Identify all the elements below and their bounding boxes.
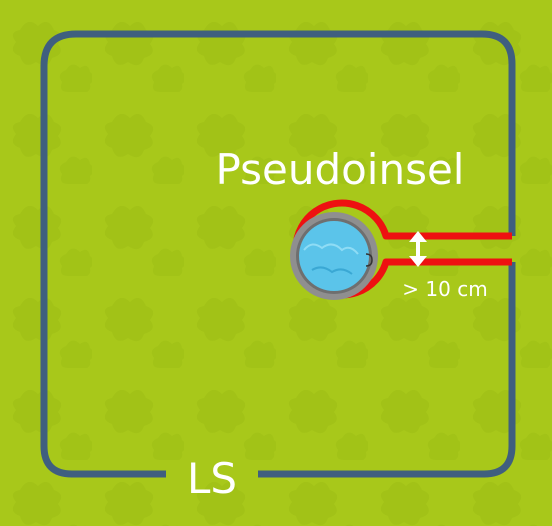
loop-label: LS — [187, 454, 237, 503]
pool-icon — [290, 212, 378, 300]
double-arrow-icon — [409, 231, 427, 267]
island-label: Pseudoinsel — [216, 145, 465, 194]
distance-label: > 10 cm — [402, 277, 487, 301]
boundary-wire — [40, 30, 516, 478]
